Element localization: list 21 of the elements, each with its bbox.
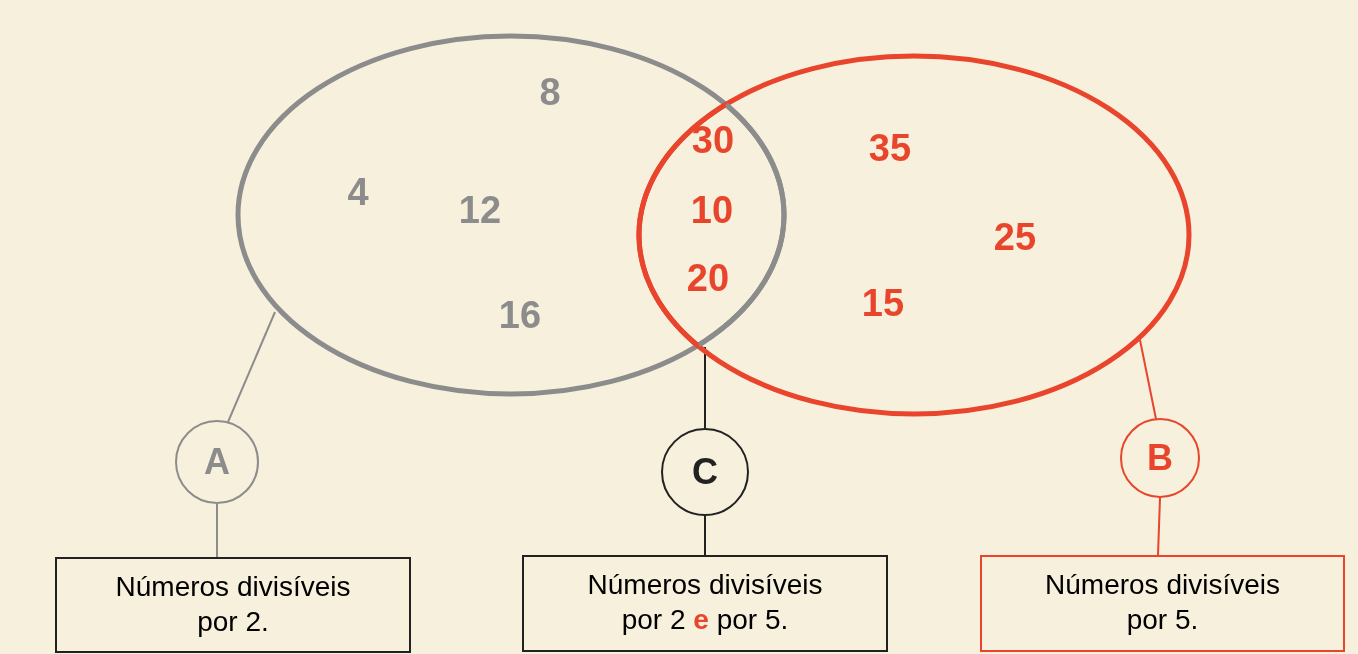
number: 10 [690, 191, 734, 229]
number: 15 [861, 284, 905, 322]
connector-line [1157, 497, 1161, 556]
number: 8 [539, 73, 561, 111]
number: 30 [691, 121, 735, 159]
set-letter-circle: C [661, 428, 749, 516]
number: 4 [347, 173, 369, 211]
connector-line [1139, 339, 1157, 420]
caption-box: Números divisíveis por 2. [55, 557, 411, 653]
set-letter-circle: A [175, 420, 259, 504]
caption-box: Números divisíveis por 5. [980, 555, 1345, 652]
caption-box: Números divisíveis por 2 e por 5. [522, 555, 888, 652]
number: 25 [993, 218, 1037, 256]
number: 20 [686, 259, 730, 297]
number: 16 [498, 296, 542, 334]
connector-line [216, 503, 218, 558]
connector-line [227, 311, 276, 423]
number: 12 [458, 191, 502, 229]
set-letter-circle: B [1120, 418, 1200, 498]
number: 35 [868, 129, 912, 167]
connector-line [704, 515, 706, 556]
